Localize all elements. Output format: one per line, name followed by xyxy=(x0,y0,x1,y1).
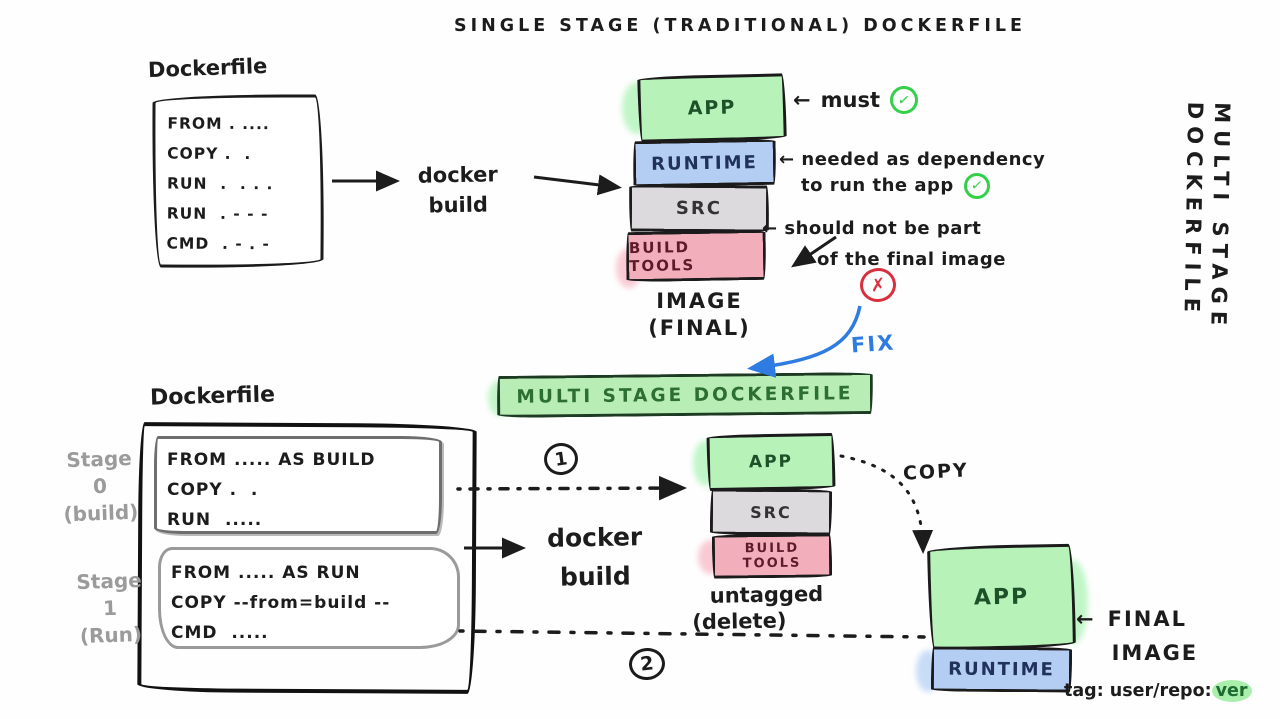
code-line: FROM . .... xyxy=(167,114,270,134)
layer-src: SRC xyxy=(628,184,770,233)
stage0-label: Stage 0 (build) xyxy=(63,445,139,527)
layer-build-tools: BUILD TOOLS xyxy=(625,229,767,283)
layer-runtime: RUNTIME xyxy=(632,138,777,188)
dockerfile-label-top: Dockerfile xyxy=(147,53,268,83)
arrow-left-icon: ← xyxy=(779,149,795,170)
code-line: CMD ..... xyxy=(171,623,269,643)
layer-app: APP xyxy=(706,432,836,492)
arrow-left-icon: ← xyxy=(1076,607,1096,631)
arrow-left-icon: ← xyxy=(762,218,778,239)
dockerfile-box-top: FROM . .... COPY . . RUN . . . . RUN . -… xyxy=(151,93,325,269)
layer-build-tools: BUILD TOOLS xyxy=(711,533,833,579)
stage0-box: FROM ..... AS BUILD COPY . . RUN ..... xyxy=(154,436,442,534)
untagged-caption: untagged (delete) xyxy=(692,581,824,635)
final-image-note: ← FINAL IMAGE xyxy=(1076,602,1198,670)
arrow-build-to-image xyxy=(533,174,622,196)
step-2-badge: 2 xyxy=(627,646,667,682)
code-line: RUN . . . . xyxy=(166,174,274,194)
code-line: RUN ..... xyxy=(167,510,263,530)
code-line: FROM ..... AS RUN xyxy=(171,563,361,583)
dockerfile-label-bottom: Dockerfile xyxy=(149,382,276,411)
page-title: SINGLE STAGE (TRADITIONAL) DOCKERFILE xyxy=(453,16,1027,36)
docker-build-label-top: docker build xyxy=(417,162,498,218)
layer-app: APP xyxy=(637,73,787,143)
code-line: COPY --from=build -- xyxy=(171,593,391,613)
layer-src: SRC xyxy=(709,488,833,536)
multi-stage-banner: MULTI STAGE DOCKERFILE xyxy=(496,372,874,418)
docker-build-label-bottom: docker build xyxy=(546,522,643,592)
side-label-multi-stage-dockerfile: MULTI STAGE DOCKERFILE xyxy=(1179,101,1235,333)
code-line: RUN . - - - xyxy=(166,204,269,224)
arrow-left-icon: ← xyxy=(793,88,811,112)
check-icon: ✓ xyxy=(888,84,920,116)
code-line: CMD . - . - xyxy=(166,234,270,254)
note-must: ← must ✓ xyxy=(793,84,920,116)
layer-runtime: RUNTIME xyxy=(930,646,1073,693)
dashed-arrow-step1 xyxy=(456,475,687,501)
stage1-label: Stage 1 (Run) xyxy=(75,567,143,649)
note-dependency: ← needed as dependency to run the app ✓ xyxy=(779,147,1045,201)
note-exclude: ← should not be part of the final image xyxy=(762,218,1006,270)
final-image-tag: tag: user/repo: ver xyxy=(1064,680,1252,702)
code-line: COPY . . xyxy=(167,144,252,164)
code-line: COPY . . xyxy=(167,480,259,500)
fix-label: FIX xyxy=(850,330,897,358)
step-1-badge: 1 xyxy=(541,440,581,478)
image-final-caption: IMAGE (FINAL) xyxy=(648,289,751,340)
code-line: FROM ..... AS BUILD xyxy=(167,450,376,470)
stage1-box: FROM ..... AS RUN COPY --from=build -- C… xyxy=(158,547,460,649)
tag-version-highlight: ver xyxy=(1211,680,1252,702)
check-icon: ✓ xyxy=(962,171,992,201)
copy-label: COPY xyxy=(902,459,970,485)
layer-app: APP xyxy=(927,543,1076,651)
